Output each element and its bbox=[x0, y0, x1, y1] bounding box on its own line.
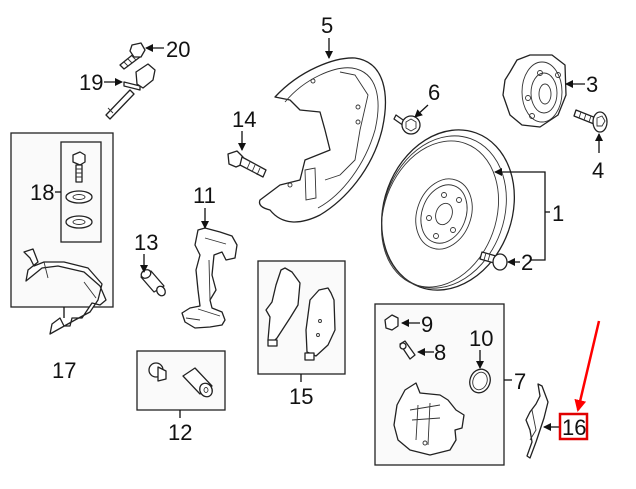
leader-1-lower bbox=[530, 212, 546, 261]
wear-sensor-19[interactable] bbox=[105, 63, 156, 120]
bolt-and-washer-kit-18[interactable] bbox=[65, 151, 93, 229]
sensor-harness-bracket-17[interactable] bbox=[23, 248, 107, 335]
callout-18[interactable]: 18 bbox=[30, 180, 54, 205]
callout-8[interactable]: 8 bbox=[434, 340, 446, 365]
callout-10[interactable]: 10 bbox=[469, 326, 493, 351]
callout-16-highlight bbox=[558, 412, 589, 441]
caliper-support-11[interactable] bbox=[181, 227, 238, 329]
callout-13[interactable]: 13 bbox=[134, 230, 158, 255]
brake-rotor-1[interactable] bbox=[360, 111, 536, 309]
callout-6[interactable]: 6 bbox=[428, 80, 440, 105]
callout-2[interactable]: 2 bbox=[521, 250, 533, 275]
callout-19[interactable]: 19 bbox=[79, 70, 103, 95]
callout-1[interactable]: 1 bbox=[552, 201, 564, 226]
callout-15[interactable]: 15 bbox=[289, 384, 313, 409]
leader-1 bbox=[494, 168, 546, 212]
callout-12[interactable]: 12 bbox=[168, 420, 192, 445]
guide-pin-13[interactable] bbox=[140, 268, 167, 297]
shield-bolt-6[interactable] bbox=[393, 114, 421, 135]
callout-20[interactable]: 20 bbox=[166, 37, 190, 62]
anti-rattle-clip-16[interactable] bbox=[525, 383, 549, 459]
wheel-hub-3[interactable] bbox=[502, 54, 567, 128]
bleeder-screw-8[interactable] bbox=[399, 340, 416, 360]
splash-shield-5[interactable] bbox=[258, 57, 387, 223]
support-bolt-14[interactable] bbox=[227, 150, 267, 178]
caliper-body-7[interactable] bbox=[393, 382, 465, 456]
callout-11[interactable]: 11 bbox=[193, 183, 216, 208]
callout-14[interactable]: 14 bbox=[232, 107, 256, 132]
brake-pads-15[interactable] bbox=[265, 267, 336, 361]
callout-3[interactable]: 3 bbox=[586, 72, 598, 97]
callout-17[interactable]: 17 bbox=[52, 358, 76, 383]
callout-4[interactable]: 4 bbox=[592, 158, 604, 183]
leader-6 bbox=[414, 104, 429, 118]
bleeder-cap-9[interactable] bbox=[384, 314, 399, 331]
red-pointer-arrow bbox=[574, 320, 601, 412]
rotor-screw-2[interactable] bbox=[479, 251, 508, 271]
guide-pin-kit-12[interactable] bbox=[148, 362, 215, 399]
callout-7[interactable]: 7 bbox=[514, 369, 526, 394]
callout-5[interactable]: 5 bbox=[321, 13, 333, 38]
hub-bolt-4[interactable] bbox=[573, 109, 608, 133]
piston-seal-10[interactable] bbox=[466, 366, 493, 395]
callout-16[interactable]: 16 bbox=[562, 415, 586, 440]
callout-9[interactable]: 9 bbox=[421, 312, 433, 337]
sensor-bolt-20[interactable] bbox=[119, 42, 146, 70]
kit-box-12 bbox=[136, 350, 226, 411]
